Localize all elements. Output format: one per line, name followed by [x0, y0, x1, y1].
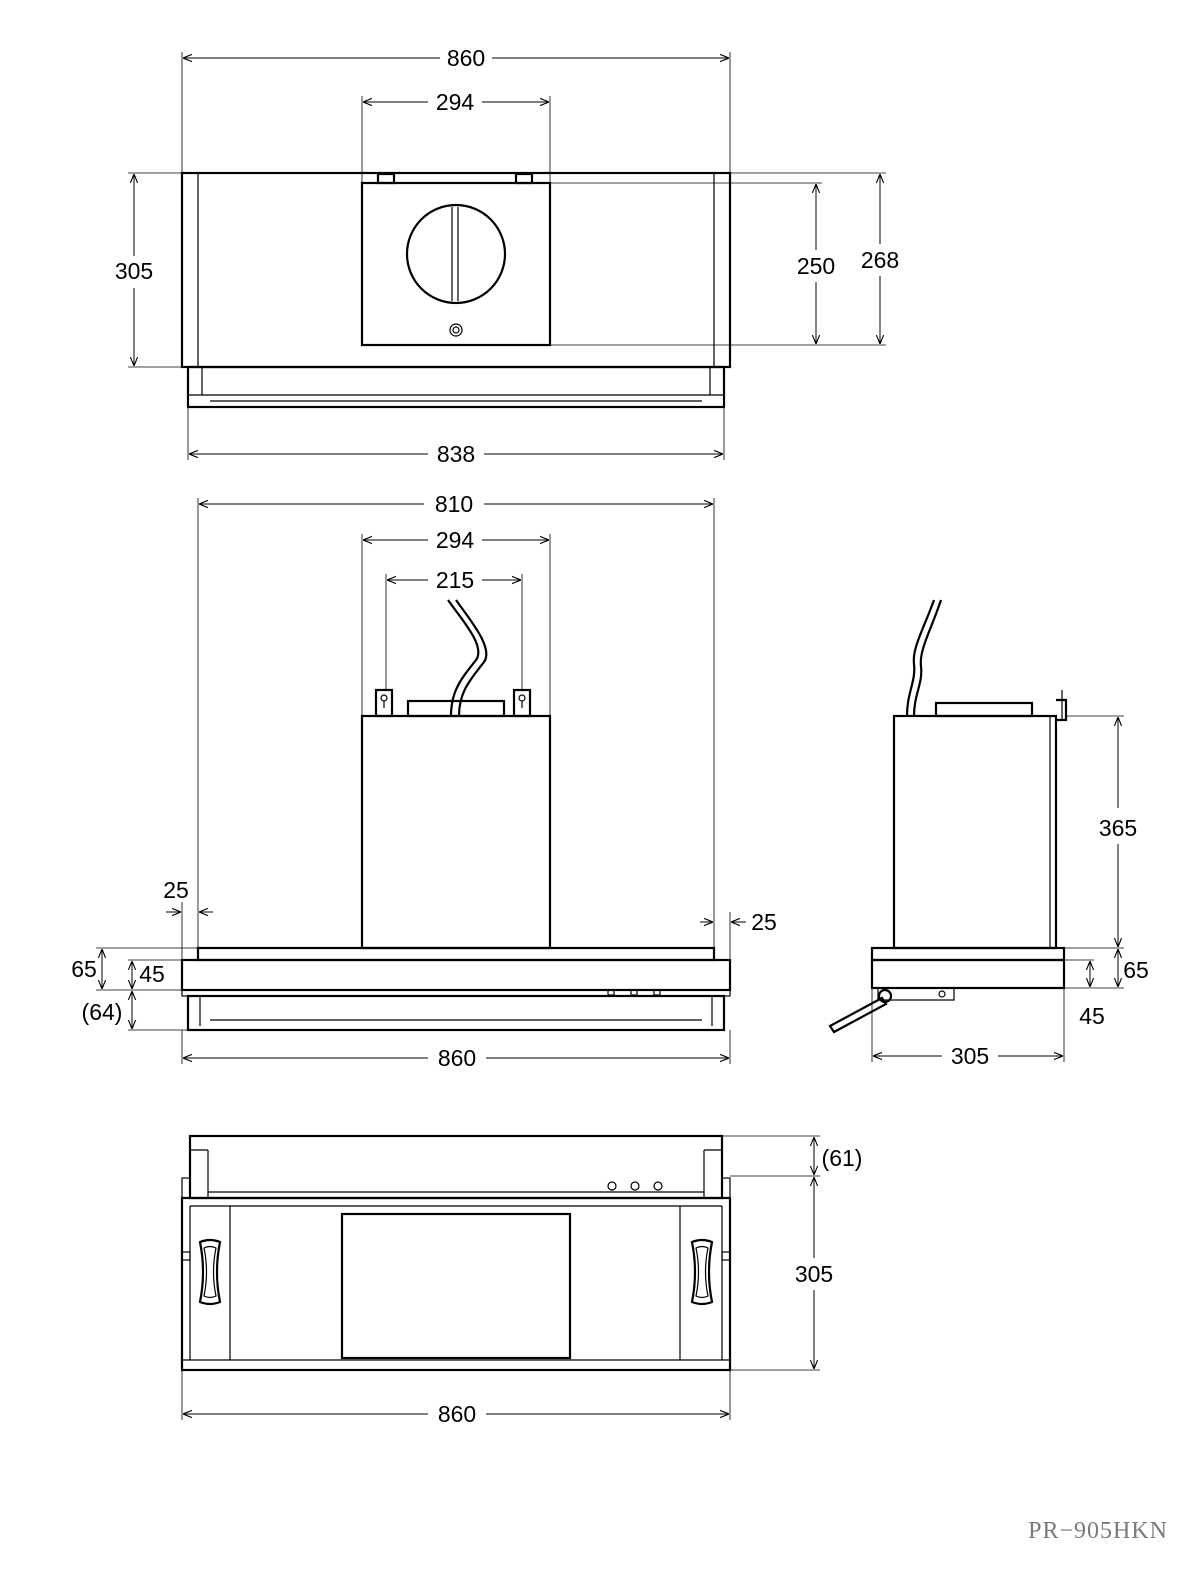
dim-top-depth: 305 — [115, 258, 153, 284]
dim-top-duct-depth-250: 250 — [797, 253, 835, 279]
dim-side-total-height: 65 — [1123, 957, 1149, 983]
side-body-outline — [870, 958, 1066, 990]
dim-front-visor-height: (64) — [82, 999, 123, 1025]
front-visor-outline — [186, 994, 726, 1032]
grease-filter — [340, 1212, 572, 1360]
dim-front-left-inset: 25 — [163, 877, 189, 903]
dim-top-front-width: 838 — [437, 441, 475, 467]
dim-top-duct-width: 294 — [436, 89, 475, 115]
duct-box-side — [892, 714, 1058, 950]
dim-front-body-height: 45 — [139, 961, 165, 987]
visor-arm-side — [828, 996, 888, 1034]
dim-side-box-height: 365 — [1099, 815, 1137, 841]
side-view: 365 65 45 305 — [828, 599, 1149, 1069]
lamp-left — [198, 1238, 222, 1306]
duct-box-top — [360, 181, 552, 347]
dim-bottom-overall-width: 860 — [438, 1401, 476, 1427]
bottom-visor-outline — [188, 1134, 724, 1200]
top-body-outline — [180, 171, 732, 369]
front-view: 810 294 215 25 25 65 45 (64) — [71, 491, 777, 1071]
dim-top-overall-width: 860 — [447, 45, 485, 71]
front-body-outline — [180, 958, 732, 992]
duct-box-front — [360, 714, 552, 950]
dim-side-depth: 305 — [951, 1043, 989, 1069]
power-cable-side — [905, 599, 936, 717]
top-visor-outline — [186, 365, 726, 409]
duct-outlet-circle — [405, 203, 507, 305]
model-number: PR−905HKN — [1028, 1518, 1168, 1544]
dim-front-right-inset: 25 — [751, 909, 777, 935]
dim-front-duct-width: 294 — [436, 527, 475, 553]
bottom-body-outline — [180, 1196, 732, 1372]
top-view: 860 294 305 250 268 838 — [115, 45, 899, 467]
dim-side-body-height: 45 — [1079, 1003, 1105, 1029]
dim-front-width-810: 810 — [435, 491, 473, 517]
dim-front-total-height: 65 — [71, 956, 97, 982]
power-cable-front — [447, 599, 480, 717]
mounting-bracket-left — [374, 688, 394, 718]
dim-front-bracket-spacing: 215 — [436, 567, 474, 593]
dim-bottom-depth: 305 — [795, 1261, 833, 1287]
bottom-view: (61) 305 860 — [180, 1134, 863, 1427]
dim-top-duct-depth-268: 268 — [861, 247, 899, 273]
dim-front-overall-width: 860 — [438, 1045, 476, 1071]
control-buttons — [607, 1181, 663, 1191]
mounting-bracket-right — [512, 688, 532, 718]
lamp-right — [690, 1238, 714, 1306]
dim-bottom-visor-depth: (61) — [822, 1145, 863, 1171]
